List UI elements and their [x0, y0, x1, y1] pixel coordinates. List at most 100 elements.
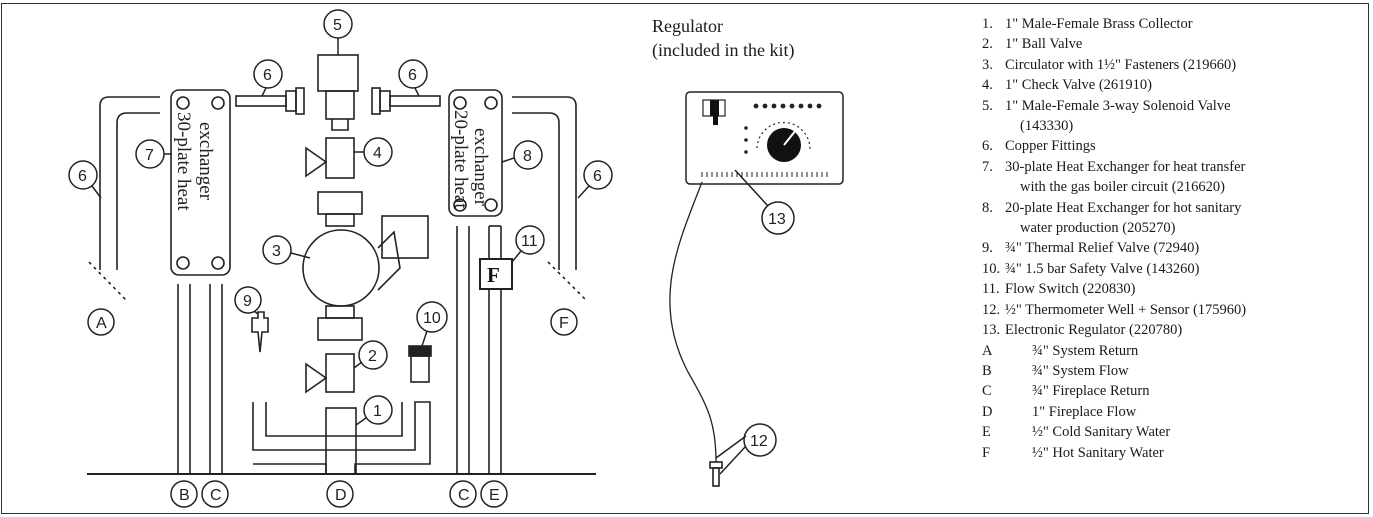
circulator-bottom-neck: [325, 305, 355, 319]
legend-item: 7. 30-plate Heat Exchanger for heat trans…: [982, 157, 1362, 177]
ball-valve-handle: [305, 362, 328, 394]
legend-text: 30-plate Heat Exchanger for heat transfe…: [1005, 158, 1246, 175]
legend-key: 7.: [982, 158, 993, 175]
solenoid-valve-outlet: [331, 119, 349, 131]
safety-valve-body: [410, 355, 430, 383]
sensor-probe-body: [712, 467, 720, 487]
legend-key: E: [982, 424, 991, 441]
hx-left-port-br: [211, 256, 225, 270]
legend-item: 10.¾" 1.5 bar Safety Valve (143260): [982, 259, 1362, 279]
callout-1-number: 1: [373, 403, 382, 420]
figure-frame: [1, 3, 1369, 514]
legend-key: 10.: [982, 260, 1001, 277]
solenoid-valve-body: [325, 90, 355, 120]
callout-10: [416, 301, 448, 333]
legend-text: ¾" 1.5 bar Safety Valve (143260): [1005, 260, 1200, 277]
regulator-title-line2: (included in the kit): [652, 40, 795, 60]
leader-13: [734, 169, 769, 207]
sensor-probe-head: [709, 461, 723, 469]
fitting-right-nut2: [371, 87, 381, 115]
solenoid-valve-head: [317, 54, 359, 92]
hx-left-port-tl: [176, 96, 190, 110]
leader-8: [501, 157, 515, 163]
legend-item: 12.½" Thermometer Well + Sensor (175960): [982, 300, 1362, 320]
pipe-right-outer: [512, 96, 577, 270]
collector-outer: [252, 401, 431, 474]
callout-4-number: 4: [373, 145, 382, 162]
circulator-body: [302, 229, 380, 307]
leader-12b: [719, 445, 747, 475]
regulator-dial-scale: [756, 121, 811, 151]
pipe-right-inner: [512, 112, 560, 270]
regulator-switch-base: [713, 116, 718, 125]
callout-12-number: 12: [750, 433, 768, 450]
legend-text: Circulator with 1½" Fasteners (219660): [1005, 56, 1237, 73]
port-F: [550, 308, 578, 336]
flow-switch-letter: F: [487, 263, 500, 287]
callout-6c-number: 6: [78, 168, 87, 185]
thermal-relief-valve: [251, 311, 269, 353]
callout-11-number: 11: [521, 233, 538, 250]
hx-right-port-tr: [484, 96, 498, 110]
circulator-top-neck: [325, 213, 355, 227]
sensor-cable: [669, 181, 717, 463]
fitting-left-nut: [285, 90, 297, 112]
callout-13-number: 13: [768, 211, 786, 228]
legend-text: 20-plate Heat Exchanger for hot sanitary: [1005, 199, 1242, 216]
legend-text-continuation: water production (205270): [1020, 220, 1176, 237]
check-valve-handle: [305, 146, 328, 178]
port-B: [170, 480, 198, 508]
port-B-letter: B: [179, 487, 190, 504]
callout-6-right-fitting: [398, 59, 428, 89]
regulator-switch-toggle: [710, 100, 719, 116]
hx-right-port-tl: [453, 96, 467, 110]
regulator-knob-pointer: [783, 129, 797, 146]
legend-text: 1" Male-Female 3-way Solenoid Valve: [1005, 97, 1231, 114]
legend-item: 9.¾" Thermal Relief Valve (72940): [982, 238, 1362, 258]
legend-item: 13.Electronic Regulator (220780): [982, 320, 1362, 340]
legend-item-continuation: (143330): [982, 116, 1362, 136]
callout-2: [358, 340, 388, 370]
regulator-title: Regulator (included in the kit): [652, 14, 794, 62]
leader-6c: [91, 185, 102, 199]
check-valve-body: [325, 137, 355, 179]
callout-6-left-fitting: [253, 59, 283, 89]
legend-item-continuation: with the gas boiler circuit (216620): [982, 177, 1362, 197]
legend-text: Electronic Regulator (220780): [1005, 322, 1183, 339]
legend-text: ¾" Thermal Relief Valve (72940): [1005, 240, 1200, 257]
safety-valve-cap: [408, 345, 432, 357]
pipe-right-dash: [547, 261, 587, 301]
legend-key: 3.: [982, 56, 993, 73]
port-E-letter: E: [489, 487, 500, 504]
collector-stem: [325, 407, 357, 475]
port-F-letter: F: [559, 315, 569, 332]
port-C-left: [201, 480, 229, 508]
hx-right-port-br: [484, 198, 498, 212]
leader-2: [353, 361, 363, 369]
legend-item: 1.1" Male-Female Brass Collector: [982, 14, 1362, 34]
callout-11: [515, 225, 545, 255]
legend-key: A: [982, 342, 993, 359]
circulator-motor-box: [381, 215, 429, 259]
fitting-right: [389, 95, 441, 107]
legend-item: E ½" Cold Sanitary Water: [982, 422, 1362, 442]
callout-6a-number: 6: [263, 67, 272, 84]
legend-item: 8.20-plate Heat Exchanger for hot sanita…: [982, 198, 1362, 218]
callout-2-number: 2: [368, 348, 377, 365]
fitting-left-nut2: [295, 87, 305, 115]
leader-1: [355, 417, 367, 426]
callout-5-number: 5: [333, 17, 342, 34]
callout-9: [234, 286, 262, 314]
regulator-vent: [701, 172, 828, 177]
pipe-left-outer: [99, 96, 160, 270]
collector-inner: [265, 402, 403, 437]
callout-7-number: 7: [145, 147, 154, 164]
pipe-left-dash: [88, 261, 127, 301]
legend-item: 11.Flow Switch (220830): [982, 279, 1362, 299]
legend-key: D: [982, 403, 993, 420]
legend-text: ½" Cold Sanitary Water: [1032, 424, 1171, 441]
circulator-bottom-nut: [317, 317, 363, 341]
